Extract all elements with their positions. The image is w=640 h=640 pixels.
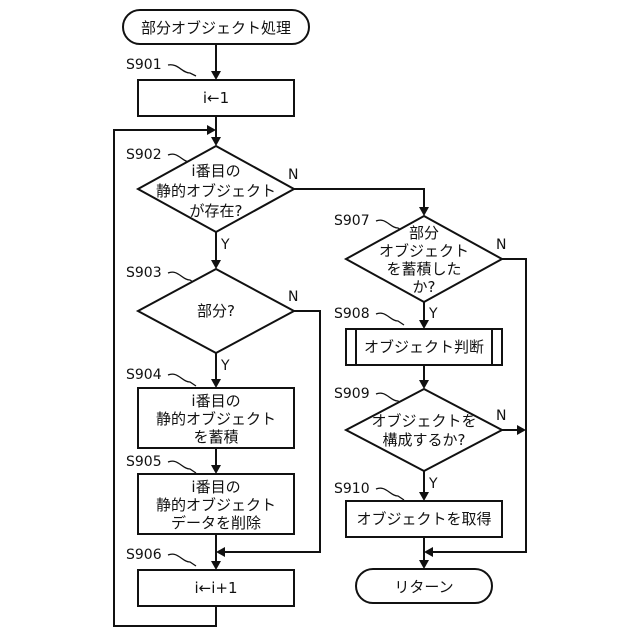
start-label: 部分オブジェクト処理: [141, 19, 291, 37]
s904-line-3: を蓄積: [193, 428, 238, 446]
arrowhead-s910-end: [419, 560, 429, 569]
s905-line-1: i番目の: [191, 478, 240, 496]
step-id-s910: S910: [334, 481, 370, 497]
end-label: リターン: [394, 578, 453, 596]
step-id-s906: S906: [126, 547, 162, 563]
s909-no-label: N: [496, 408, 506, 424]
step-id-s904-leader: [168, 374, 196, 386]
s902-line-1: i番目の: [191, 162, 240, 180]
s902-line-2: 静的オブジェクト: [156, 182, 276, 200]
edge-s902-s907: [294, 189, 424, 210]
arrowhead-s903-s904: [211, 379, 221, 388]
s906-text: i←i+1: [194, 579, 237, 597]
step-id-s905-leader: [168, 461, 196, 473]
s902-yes-label: Y: [220, 237, 230, 253]
arrowhead-start-s901: [211, 71, 221, 80]
s902-no-label: N: [288, 167, 298, 183]
s907-line-2: オブジェクト: [379, 242, 469, 260]
s902-line-3: が存在?: [190, 202, 243, 220]
s909-line-1: オブジェクトを: [371, 412, 476, 430]
step-id-s904: S904: [126, 367, 162, 383]
s908-text: オブジェクト判断: [364, 338, 484, 356]
step-id-s908-leader: [376, 313, 404, 325]
step-id-s901: S901: [126, 57, 162, 73]
s905-line-2: 静的オブジェクト: [156, 496, 276, 514]
s907-line-3: を蓄積した: [386, 260, 461, 278]
s909-line-2: 構成するか?: [383, 431, 466, 449]
arrowhead-s909-s910: [419, 492, 429, 501]
s907-yes-label: Y: [428, 306, 438, 322]
arrowhead-s903-no-merge: [216, 547, 225, 557]
s907-line-4: か?: [413, 278, 436, 296]
step-id-s906-leader: [168, 554, 196, 566]
arrowhead-s902-s903: [211, 260, 221, 269]
step-id-s908: S908: [334, 306, 370, 322]
arrowhead-s904-s905: [211, 465, 221, 474]
arrowhead-s905-s906: [211, 561, 221, 570]
arrowhead-s902-s907: [419, 207, 429, 216]
s903-text: 部分?: [197, 302, 235, 320]
s904-line-2: 静的オブジェクト: [156, 410, 276, 428]
s904-line-1: i番目の: [191, 392, 240, 410]
step-id-s909: S909: [334, 386, 370, 402]
step-id-s907: S907: [334, 213, 370, 229]
step-id-s901-leader: [168, 65, 196, 76]
s907-no-label: N: [496, 237, 506, 253]
arrowhead-rail-merge: [424, 547, 433, 557]
s903-yes-label: Y: [220, 358, 230, 374]
step-id-s903: S903: [126, 265, 162, 281]
step-id-s902: S902: [126, 147, 162, 163]
s901-text: i←1: [203, 89, 229, 107]
s903-no-label: N: [288, 289, 298, 305]
s909-yes-label: Y: [428, 476, 438, 492]
s910-text: オブジェクトを取得: [356, 510, 491, 528]
arrowhead-loop-back: [207, 125, 216, 135]
arrowhead-s901-s902: [211, 137, 221, 146]
s907-line-1: 部分: [409, 224, 439, 242]
s905-line-3: データを削除: [171, 514, 261, 532]
arrowhead-s909-no: [517, 425, 526, 435]
step-id-s910-leader: [376, 488, 404, 500]
arrowhead-s907-s908: [419, 320, 429, 329]
step-id-s905: S905: [126, 454, 162, 470]
arrowhead-s908-s909: [419, 380, 429, 389]
